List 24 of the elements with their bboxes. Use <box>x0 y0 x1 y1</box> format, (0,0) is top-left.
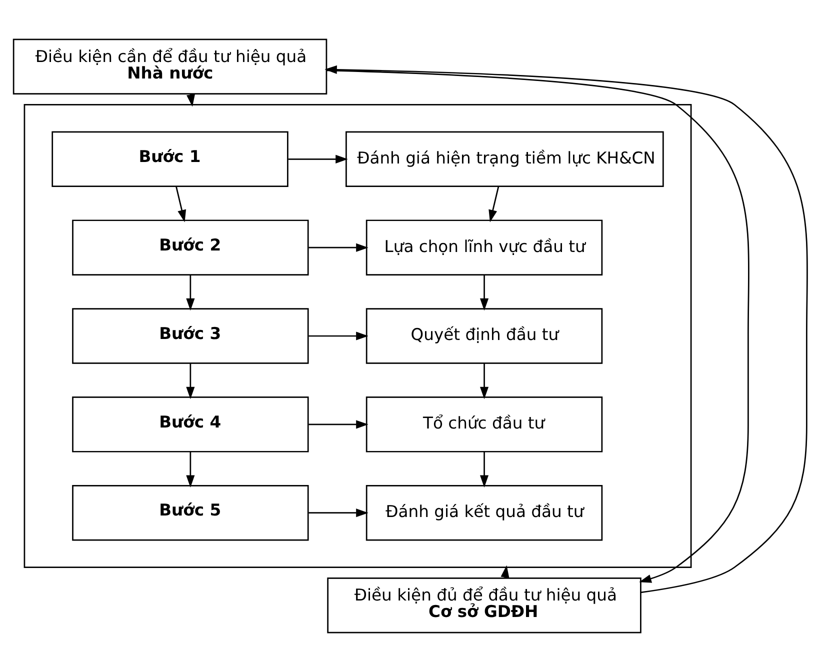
arrow <box>176 186 186 222</box>
node-box: Bước 2 <box>72 219 309 275</box>
node-box: Bước 5 <box>72 484 309 540</box>
node-box: Bước 1 <box>52 130 288 187</box>
node-box: Quyết định đầu tư <box>366 308 603 364</box>
node-box: Lựa chọn lĩnh vực đầu tư <box>366 219 603 275</box>
arrow <box>480 274 489 310</box>
node-box: Đánh giá kết quả đầu tư <box>366 484 603 540</box>
arrow <box>186 274 195 310</box>
arrow <box>488 186 500 222</box>
cluster <box>24 104 692 568</box>
arrow <box>186 451 195 488</box>
node-box: Tổ chức đầu tư <box>366 396 603 452</box>
arrow <box>288 154 348 163</box>
arrow <box>480 363 489 399</box>
arrow <box>186 363 195 399</box>
node-box: Bước 4 <box>72 396 309 452</box>
arrow <box>480 451 489 488</box>
node-box: Bước 3 <box>72 308 309 364</box>
node-box: Đánh giá hiện trạng tiềm lực KH&CN <box>346 130 664 187</box>
arrow <box>308 331 368 340</box>
arrow <box>308 242 368 252</box>
arrow <box>308 508 368 517</box>
arrow <box>308 420 368 428</box>
